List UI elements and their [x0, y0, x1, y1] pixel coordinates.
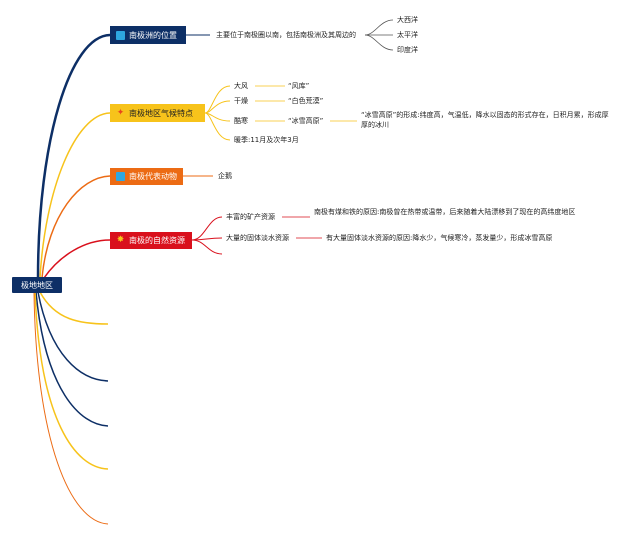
animal-detail: 企鹅 [218, 172, 232, 180]
topic-climate[interactable]: ✦ 南极地区气候特点 [110, 104, 205, 122]
ocean-indian: 印度洋 [397, 46, 418, 54]
topic-animal[interactable]: 南极代表动物 [110, 168, 183, 185]
ocean-atlantic: 大西洋 [397, 16, 418, 24]
climate-cold: 酷寒 [234, 117, 248, 125]
root-label: 极地地区 [21, 280, 53, 290]
line-ocean-1 [364, 19, 394, 36]
topic-location-label: 南极洲的位置 [129, 30, 177, 40]
resource-icon: ✸ [116, 235, 125, 245]
line-resource-1 [191, 216, 223, 241]
line-climate-1 [204, 85, 231, 114]
climate-dry: 干燥 [234, 97, 248, 105]
climate-wind: 大风 [234, 82, 248, 90]
line-climate-3 [204, 112, 231, 122]
branch-line-empty-2 [37, 291, 109, 382]
flag-icon [116, 30, 125, 40]
line-resource-3 [191, 239, 223, 255]
resource-minerals-note: 南极有煤和铁的原因:南极曾在热带或温带，后来随着大陆漂移到了现在的高纬度地区 [314, 208, 576, 216]
branch-line-resources [43, 239, 111, 279]
resource-freshwater: 大量的固体淡水资源 [226, 234, 289, 242]
location-detail: 主要位于南极圈以南，包括南极洲及其周边的 [216, 31, 356, 39]
branch-line-empty-3 [35, 291, 109, 427]
animal-icon [116, 172, 125, 181]
climate-wind-desc: “风库” [288, 82, 310, 90]
branch-line-climate [39, 112, 111, 279]
topic-animal-label: 南极代表动物 [129, 172, 177, 181]
topic-resources-label: 南极的自然资源 [129, 236, 185, 245]
topic-climate-label: 南极地区气候特点 [129, 108, 193, 118]
topic-location[interactable]: 南极洲的位置 [110, 26, 186, 44]
branch-line-empty-1 [39, 291, 109, 325]
branch-line-location [36, 33, 111, 279]
climate-cold-desc: “冰雪高原” [288, 117, 324, 125]
ocean-pacific: 太平洋 [397, 31, 418, 39]
root-node[interactable]: 极地地区 [12, 277, 62, 293]
branch-line-empty-4 [34, 291, 109, 470]
line-climate-4 [204, 112, 231, 141]
topic-resources[interactable]: ✸ 南极的自然资源 [110, 232, 192, 249]
weather-icon: ✦ [116, 107, 125, 118]
resource-minerals: 丰富的矿产资源 [226, 213, 275, 221]
climate-warm-season: 暖季:11月及次年3月 [234, 136, 299, 144]
branch-line-empty-5 [33, 291, 109, 525]
climate-cold-note: “冰雪高原”的形成:纬度高，气温低，降水以固态的形式存在，日积月累，形成厚厚的冰… [361, 111, 609, 129]
line-ocean-3 [364, 34, 394, 51]
resource-freshwater-note: 有大量固体淡水资源的原因:降水少，气候寒冷，蒸发量少，形成冰雪高原 [326, 234, 553, 242]
climate-dry-desc: “白色荒漠” [288, 97, 324, 105]
branch-line-animal [41, 175, 111, 279]
line-climate-2 [204, 100, 231, 114]
